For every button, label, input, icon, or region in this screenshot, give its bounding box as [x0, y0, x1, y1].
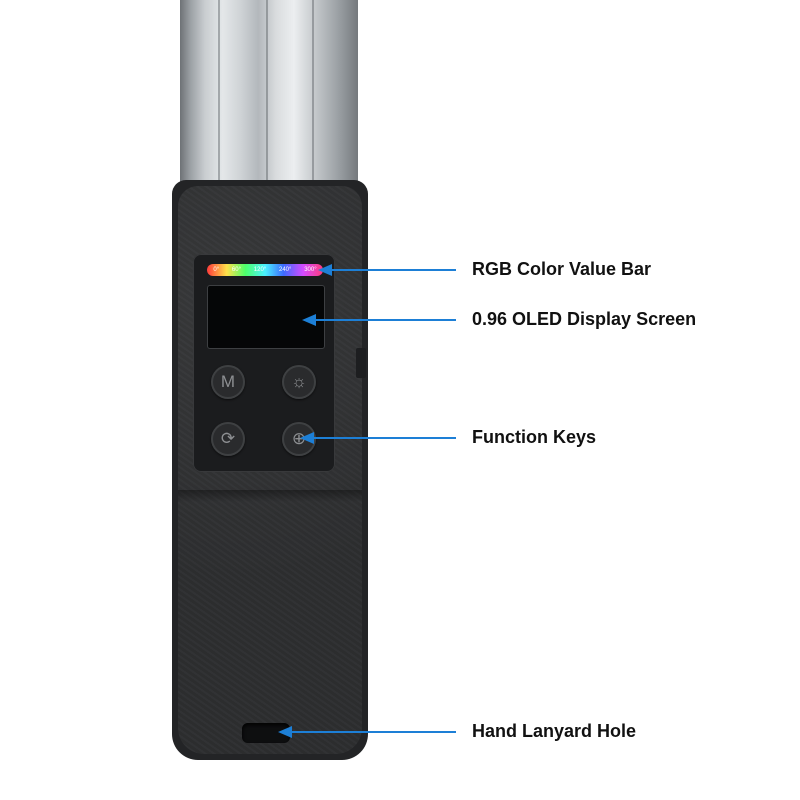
- arrow-line: [290, 731, 456, 733]
- tube-groove: [266, 0, 268, 192]
- aluminium-light-tube: [180, 0, 358, 192]
- power-icon: ⟳: [220, 429, 236, 448]
- mode-icon: M: [220, 372, 236, 391]
- arrow-head: [318, 264, 332, 276]
- label-oled-display-screen: 0.96 OLED Display Screen: [472, 309, 697, 329]
- arrow-line: [312, 437, 456, 439]
- rgb-color-value-bar: [207, 264, 323, 276]
- mode-key: M: [211, 365, 245, 399]
- label-hand-lanyard-hole: Hand Lanyard Hole: [472, 721, 637, 741]
- tube-groove: [312, 0, 314, 192]
- tube-groove: [218, 0, 220, 192]
- rgb-tick: 240°: [278, 267, 292, 273]
- brightness-key: ☼: [282, 365, 316, 399]
- arrow-head: [278, 726, 292, 738]
- label-function-keys: Function Keys: [472, 427, 597, 447]
- label-rgb-color-value-bar: RGB Color Value Bar: [472, 259, 652, 279]
- rgb-bar-ticks: 0° 60° 120° 240° 300°: [207, 264, 323, 276]
- side-button: [356, 348, 366, 378]
- arrow-head: [302, 314, 316, 326]
- power-key: ⟳: [211, 422, 245, 456]
- arrow-line: [330, 269, 456, 271]
- rgb-tick: 60°: [231, 267, 241, 273]
- arrow-line: [314, 319, 456, 321]
- grip-step: [178, 490, 362, 502]
- rgb-tick: 0°: [213, 267, 220, 273]
- brightness-icon: ☼: [291, 372, 307, 391]
- rgb-tick: 300°: [304, 267, 317, 273]
- rgb-tick: 120°: [253, 267, 267, 273]
- arrow-head: [300, 432, 314, 444]
